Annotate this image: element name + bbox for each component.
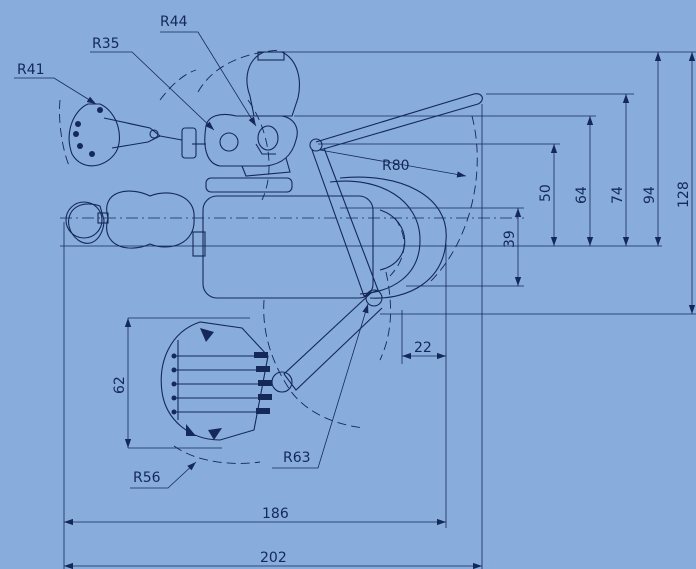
label-r63: R63 [283, 450, 311, 466]
label-r56: R56 [133, 470, 161, 486]
lower-tray-arm [160, 291, 383, 441]
dim-202: 202 [260, 550, 287, 566]
dim-22: 22 [414, 340, 432, 356]
dim-94: 94 [642, 186, 658, 204]
label-r80: R80 [382, 158, 410, 174]
light-assembly [181, 51, 300, 177]
right-arm [309, 93, 483, 307]
dim-64: 64 [574, 186, 590, 204]
radius-leaders [14, 31, 467, 489]
horizontal-dimensions [64, 318, 482, 569]
dimension-values: 50 64 74 94 128 39 22 62 186 202 [112, 181, 692, 566]
dim-74: 74 [610, 186, 626, 204]
dim-128: 128 [676, 181, 692, 208]
left-instrument-arm [68, 103, 183, 167]
instrument-rows [171, 352, 272, 415]
label-r41: R41 [17, 62, 45, 78]
dim-186: 186 [262, 506, 289, 522]
dim-50: 50 [538, 184, 554, 202]
label-r44: R44 [160, 14, 188, 30]
vertical-dimensions [60, 52, 696, 314]
extension-lines [63, 51, 696, 569]
chair-outline [65, 176, 447, 299]
dim-62: 62 [112, 376, 128, 394]
dim-39: 39 [502, 230, 518, 248]
label-r35: R35 [92, 36, 120, 52]
swing-arcs [59, 49, 478, 464]
radius-labels: R44 R35 R41 R80 R63 R56 [17, 14, 410, 486]
